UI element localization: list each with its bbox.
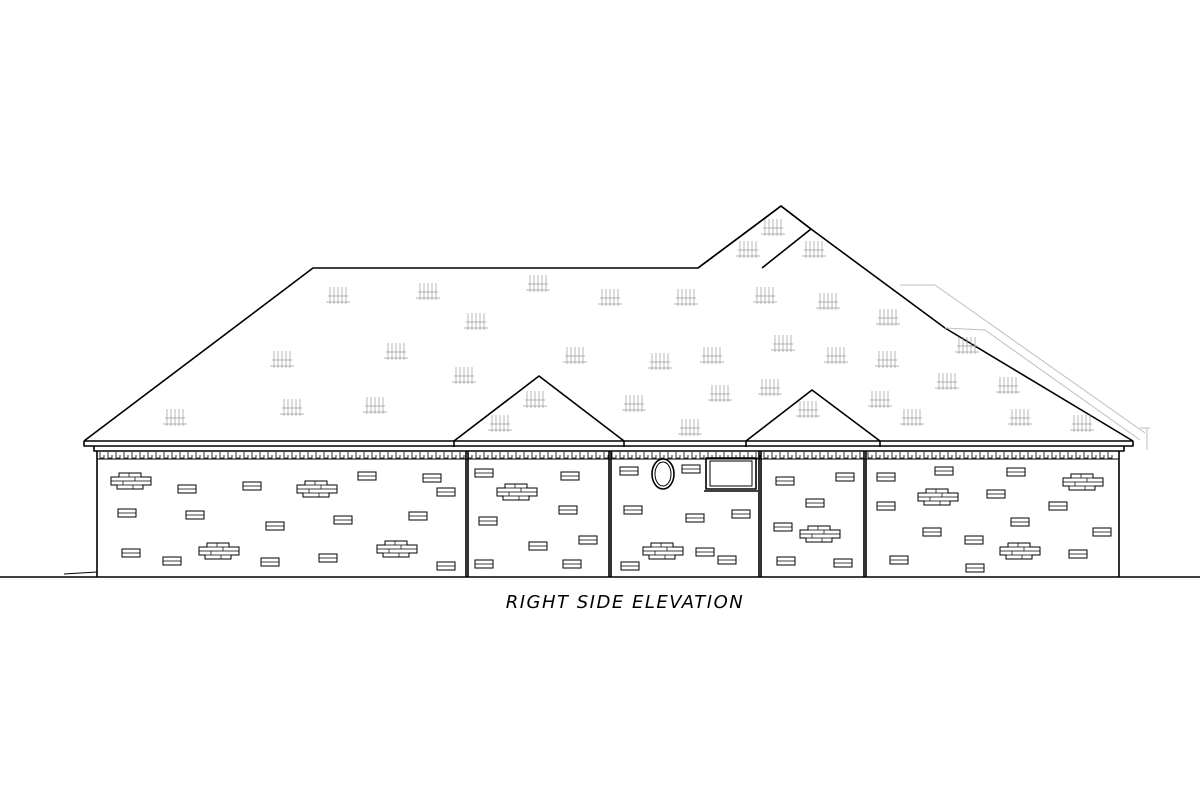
wall-dividers bbox=[465, 451, 867, 577]
rear-roof-ghost bbox=[900, 284, 1150, 450]
oval-window-inner bbox=[654, 461, 672, 487]
ground-step bbox=[63, 571, 98, 575]
fascia bbox=[83, 440, 1134, 452]
drawing-caption: RIGHT SIDE ELEVATION bbox=[505, 592, 745, 613]
upper-dormer bbox=[697, 205, 812, 269]
rect-window bbox=[705, 457, 757, 490]
gable-right bbox=[745, 389, 881, 447]
main-roof bbox=[83, 205, 1134, 442]
wall-outline bbox=[96, 451, 1120, 577]
gable-left bbox=[453, 375, 625, 447]
oval-window bbox=[651, 458, 675, 490]
stone-accents bbox=[110, 464, 1112, 573]
shingle-hatches bbox=[163, 219, 1094, 436]
dentil-marks bbox=[99, 452, 1113, 459]
rect-window-inner bbox=[709, 460, 753, 487]
